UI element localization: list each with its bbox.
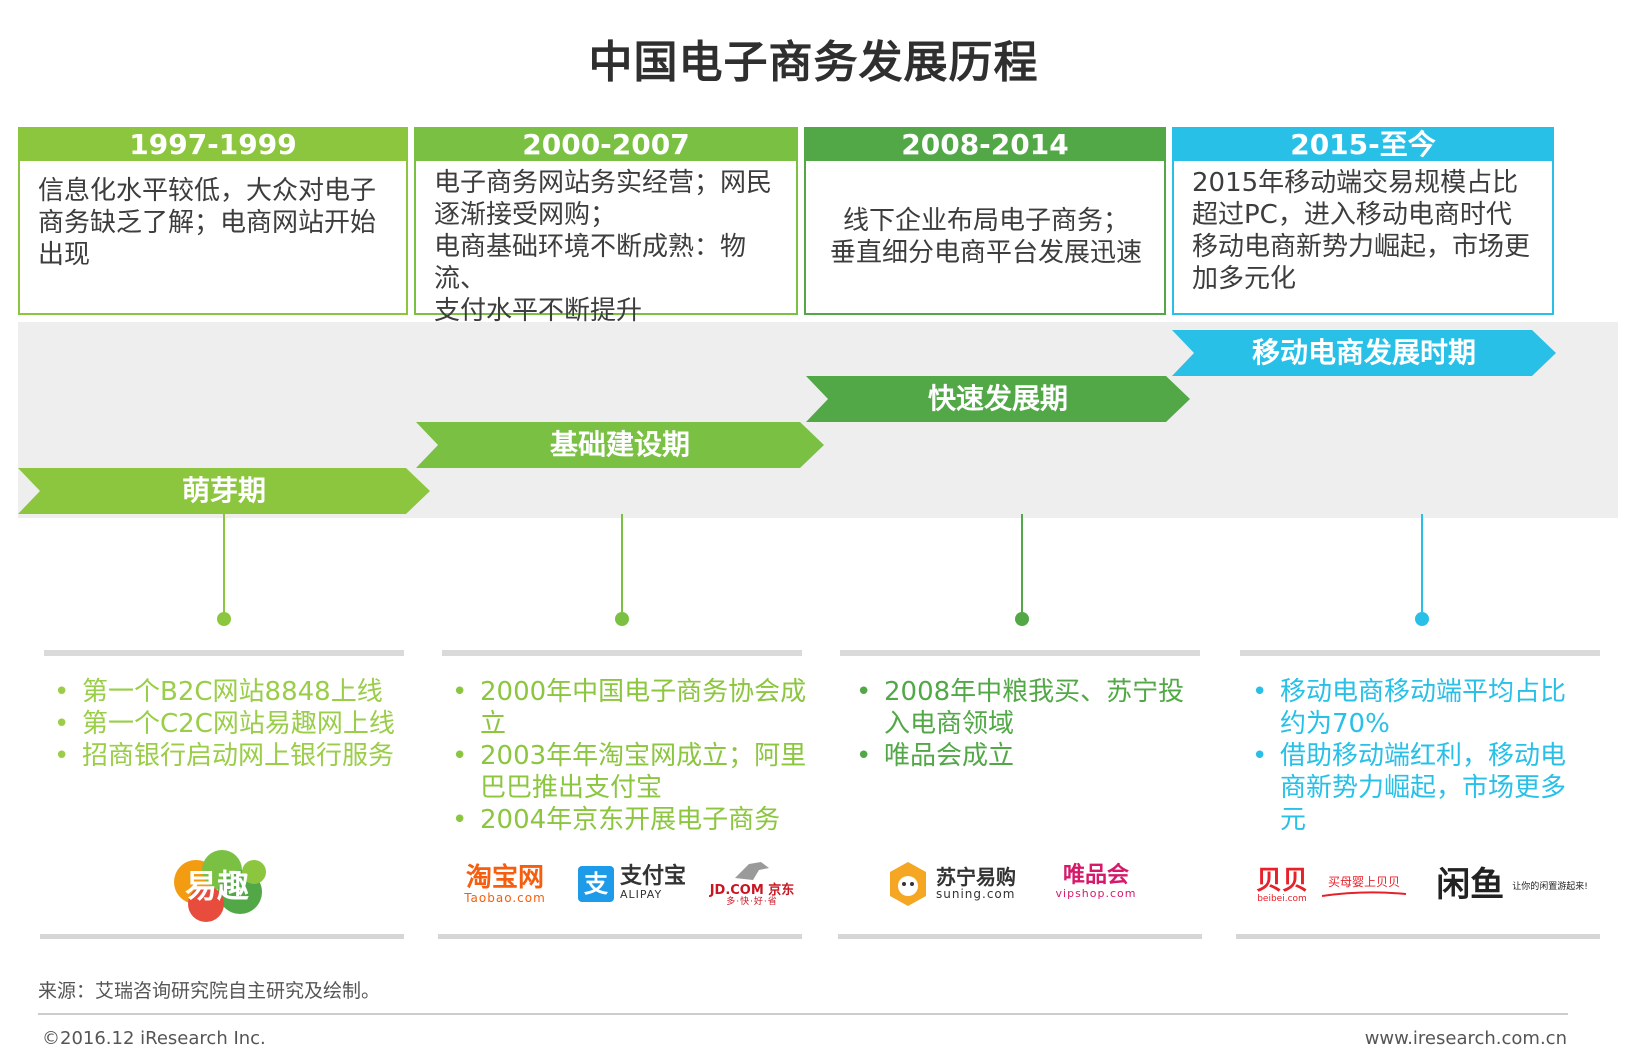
period-box-2000: 2000-2007 电子商务网站务实经营；网民 逐渐接受网购； 电商基础环境不断… — [414, 127, 798, 326]
jd-logo-subtext: 多·快·好·省 — [726, 897, 778, 908]
source-note: 来源：艾瑞咨询研究院自主研究及绘制。 — [38, 980, 381, 1002]
jd-dog-icon — [735, 862, 769, 881]
event-item: 2003年年淘宝网成立；阿里巴巴推出支付宝 — [444, 740, 820, 804]
beibei-slogan: 买母婴上贝贝 — [1318, 868, 1410, 902]
event-item: 招商银行启动网上银行服务 — [46, 740, 416, 772]
period-description-line: 移动电商新势力崛起，市场更 — [1192, 232, 1531, 262]
xianyu-slogan-text: 让你的闲置游起来! — [1512, 881, 1588, 892]
jd-logo-text: JD.COM 京东 — [709, 883, 795, 899]
connector-dot — [615, 612, 629, 626]
period-year-label: 2015-至今 — [1174, 129, 1552, 161]
event-list: 2008年中粮我买、苏宁投入电商领域 唯品会成立 — [848, 676, 1204, 772]
period-description-line: 逐渐接受网购； — [434, 200, 617, 230]
website-link[interactable]: www.iresearch.com.cn — [1364, 1028, 1567, 1049]
section-divider — [438, 934, 802, 939]
beibei-logo: 贝贝 beibei.com — [1252, 862, 1312, 910]
section-divider — [840, 650, 1200, 656]
vipshop-logo: 唯品会 vipshop.com — [1054, 858, 1138, 908]
period-description-line: 2015年移动端交易规模占比 — [1192, 168, 1519, 198]
connector-line — [621, 514, 623, 614]
connector-dot — [217, 612, 231, 626]
connector-line — [1421, 514, 1423, 614]
connector-line — [1021, 514, 1023, 614]
alipay-logo-text: 支付宝 — [619, 864, 686, 890]
yiqu-flower-icon — [174, 850, 266, 922]
event-item: 借助移动端红利，移动电商新势力崛起，市场更多元 — [1244, 740, 1590, 836]
event-item: 第一个C2C网站易趣网上线 — [46, 708, 416, 740]
event-list: 2000年中国电子商务协会成立 2003年年淘宝网成立；阿里巴巴推出支付宝 20… — [444, 676, 820, 836]
alipay-logo: 支 支付宝 ALIPAY — [576, 858, 688, 910]
period-description-line: 垂直细分电商平台发展迅速 — [829, 238, 1142, 268]
yiqu-logo-text: 易趣 — [184, 867, 249, 905]
section-divider — [1236, 934, 1600, 939]
period-description-line: 信息化水平较低，大众对电子 — [38, 176, 377, 206]
suning-logo: 苏宁易购 suning.com — [884, 858, 1018, 910]
section-divider — [1240, 650, 1600, 656]
period-description-line: 商务缺乏了解；电商网站开始 — [38, 208, 377, 238]
event-list: 第一个B2C网站8848上线 第一个C2C网站易趣网上线 招商银行启动网上银行服… — [46, 676, 416, 772]
xianyu-logo: 闲鱼 让你的闲置游起来! — [1422, 862, 1602, 908]
yiqu-logo: 易趣 — [166, 848, 268, 924]
beibei-slogan-text: 买母婴上贝贝 — [1327, 874, 1400, 889]
period-description: 2015年移动端交易规模占比 超过PC，进入移动电商时代 移动电商新势力崛起，市… — [1174, 161, 1552, 295]
phase-arrow-sprout: 萌芽期 — [18, 468, 430, 514]
event-item: 2000年中国电子商务协会成立 — [444, 676, 820, 740]
jd-logo: JD.COM 京东 多·快·好·省 — [706, 852, 798, 914]
vipshop-logo-subtext: vipshop.com — [1055, 887, 1137, 901]
section-divider — [442, 650, 802, 656]
event-item: 第一个B2C网站8848上线 — [46, 676, 416, 708]
alipay-icon: 支 — [577, 866, 614, 902]
period-description-line: 电子商务网站务实经营；网民 — [434, 168, 773, 198]
vipshop-logo-text: 唯品会 — [1062, 863, 1129, 889]
period-description-line: 超过PC，进入移动电商时代 — [1192, 200, 1512, 230]
beibei-logo-subtext: beibei.com — [1257, 893, 1307, 904]
event-list: 移动电商移动端平均占比约为70% 借助移动端红利，移动电商新势力崛起，市场更多元 — [1244, 676, 1590, 836]
xianyu-logo-text: 闲鱼 — [1436, 865, 1505, 905]
page-title: 中国电子商务发展历程 — [588, 37, 1039, 88]
period-year-label: 2000-2007 — [416, 129, 796, 161]
event-item: 唯品会成立 — [848, 740, 1204, 772]
period-description: 线下企业布局电子商务； 垂直细分电商平台发展迅速 — [806, 161, 1164, 269]
period-box-2008: 2008-2014 线下企业布局电子商务； 垂直细分电商平台发展迅速 — [804, 127, 1166, 315]
alipay-wordmark: 支付宝 ALIPAY — [619, 864, 686, 902]
period-box-2015: 2015-至今 2015年移动端交易规模占比 超过PC，进入移动电商时代 移动电… — [1172, 127, 1554, 315]
taobao-logo: 淘宝网 Taobao.com — [446, 860, 564, 910]
suning-lion-icon — [890, 862, 926, 906]
section-divider — [44, 650, 404, 656]
connector-dot — [1415, 612, 1429, 626]
phase-arrow-rapid-growth: 快速发展期 — [806, 376, 1190, 422]
suning-wordmark: 苏宁易购 suning.com — [936, 867, 1016, 901]
taobao-logo-subtext: Taobao.com — [464, 890, 546, 905]
period-year-label: 2008-2014 — [806, 129, 1164, 161]
suning-logo-text: 苏宁易购 — [936, 864, 1016, 889]
section-divider — [838, 934, 1202, 939]
alipay-logo-subtext: ALIPAY — [619, 888, 663, 902]
connector-line — [223, 514, 225, 614]
event-item: 2008年中粮我买、苏宁投入电商领域 — [848, 676, 1204, 740]
copyright-text: ©2016.12 iResearch Inc. — [42, 1028, 266, 1049]
period-description-line: 线下企业布局电子商务； — [842, 206, 1129, 236]
period-description: 信息化水平较低，大众对电子 商务缺乏了解；电商网站开始 出现 — [20, 161, 406, 271]
phase-arrow-infrastructure: 基础建设期 — [416, 422, 824, 468]
period-description-line: 电商基础环境不断成熟：物流、 — [434, 232, 747, 294]
footer-divider — [38, 1013, 1568, 1015]
period-year-label: 1997-1999 — [20, 129, 406, 161]
phase-arrow-mobile: 移动电商发展时期 — [1172, 330, 1556, 376]
period-description-line: 出现 — [38, 240, 91, 270]
period-box-1997: 1997-1999 信息化水平较低，大众对电子 商务缺乏了解；电商网站开始 出现 — [18, 127, 408, 315]
period-description-line: 支付水平不断提升 — [434, 296, 643, 326]
period-description: 电子商务网站务实经营；网民 逐渐接受网购； 电商基础环境不断成熟：物流、 支付水… — [416, 161, 796, 327]
section-divider — [40, 934, 404, 939]
beibei-swoosh-icon — [1321, 890, 1407, 897]
beibei-logo-text: 贝贝 — [1255, 865, 1308, 896]
event-item: 移动电商移动端平均占比约为70% — [1244, 676, 1590, 740]
period-description-line: 加多元化 — [1192, 264, 1297, 294]
taobao-logo-text: 淘宝网 — [465, 862, 544, 893]
event-item: 2004年京东开展电子商务 — [444, 804, 820, 836]
suning-logo-subtext: suning.com — [936, 886, 1016, 901]
connector-dot — [1015, 612, 1029, 626]
